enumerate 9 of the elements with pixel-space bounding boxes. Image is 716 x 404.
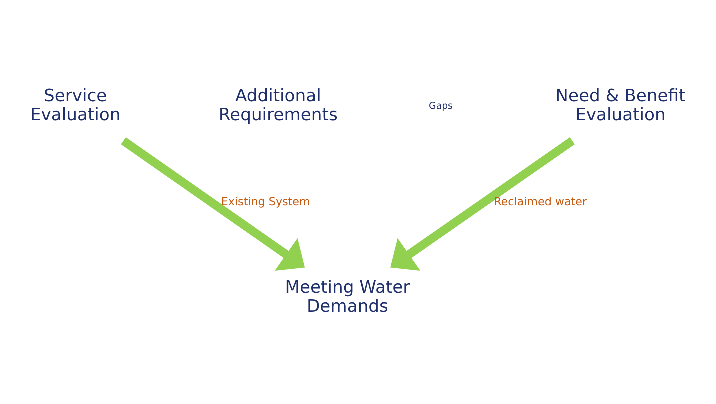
edge-label: Existing System: [221, 194, 310, 208]
node-text: Meeting Water Demands: [285, 278, 410, 317]
label: Additional Requirements: [218, 86, 338, 125]
arrow: [390, 137, 575, 271]
node-text: Service Evaluation: [30, 86, 121, 125]
node-text: Need & Benefit Evaluation: [556, 86, 686, 125]
edge-label: Reclaimed water: [494, 194, 588, 208]
arrow: [121, 137, 306, 270]
label: Gaps: [429, 100, 453, 112]
